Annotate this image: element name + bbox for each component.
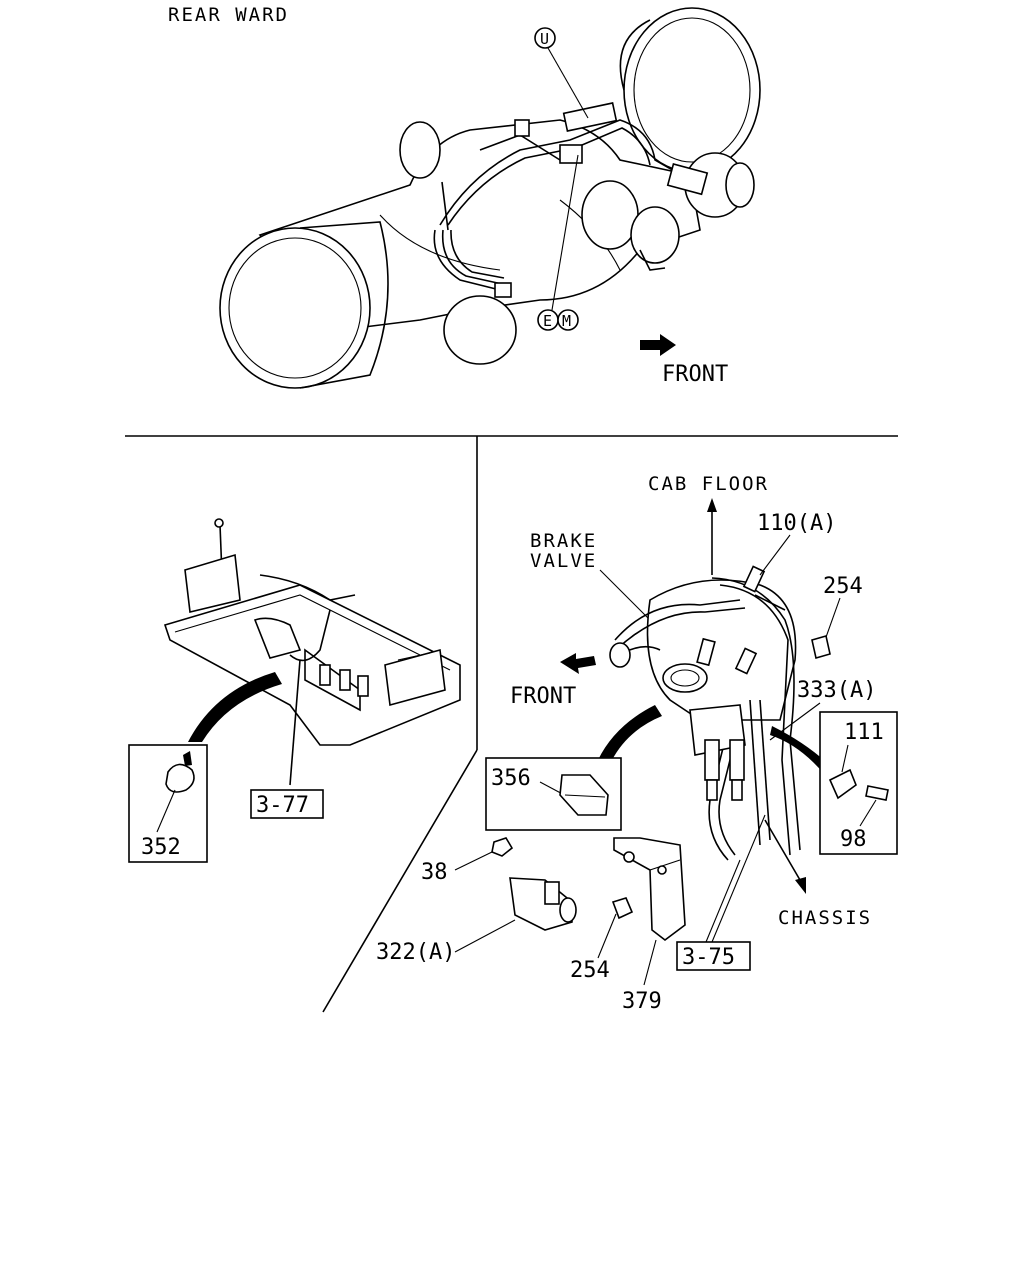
ref-3-77-label[interactable]: 3-77 xyxy=(256,793,309,818)
chassis-label: CHASSIS xyxy=(778,907,872,929)
valve-label: VALVE xyxy=(530,550,597,572)
clip-111-box: 111 98 xyxy=(819,711,898,855)
ref-3-75-label[interactable]: 3-75 xyxy=(682,945,735,970)
rear-ward-caption: REAR WARD xyxy=(168,4,289,26)
part-111-label: 111 xyxy=(844,720,884,745)
frame-bracket-view xyxy=(163,518,461,786)
part-labels-right: 110(A) 254 333(A) CHASSIS xyxy=(757,511,876,929)
clip-356-box: 356 xyxy=(485,757,622,831)
clip-352-box: 352 xyxy=(128,744,208,863)
callout-m-label: M xyxy=(562,312,571,330)
callout-e-label: E xyxy=(543,312,552,330)
brake-label: BRAKE xyxy=(530,530,597,552)
right-wheel-drum xyxy=(619,7,761,173)
nut-38: 38 xyxy=(421,837,514,885)
cab-floor-label: CAB FLOOR xyxy=(648,473,769,495)
bracket-322a: 322(A) xyxy=(376,877,577,965)
part-110a-label: 110(A) xyxy=(757,511,836,536)
bracket-379: 254 379 xyxy=(570,837,686,1014)
ref-3-75-box[interactable]: 3-75 xyxy=(676,814,766,971)
callout-u: U xyxy=(534,27,589,119)
part-254-bottom-label: 254 xyxy=(570,958,610,983)
part-322a-label: 322(A) xyxy=(376,940,455,965)
part-98-label: 98 xyxy=(840,827,867,852)
callout-u-label: U xyxy=(540,30,549,48)
front-label-right: FRONT xyxy=(510,684,576,709)
front-label-top: FRONT xyxy=(662,362,728,387)
ref-3-77-box[interactable]: 3-77 xyxy=(250,789,324,819)
axle-housing xyxy=(258,119,755,331)
part-356-label: 356 xyxy=(491,766,531,791)
part-254-top-label: 254 xyxy=(823,574,863,599)
left-wheel-drum xyxy=(219,221,517,389)
part-333a-label: 333(A) xyxy=(797,678,876,703)
part-379-label: 379 xyxy=(622,989,662,1014)
callout-e-m: E M xyxy=(537,154,579,331)
section-dividers xyxy=(125,435,898,1013)
part-38-label: 38 xyxy=(421,860,448,885)
part-352-label: 352 xyxy=(141,835,181,860)
brake-valve-view: CAB FLOOR BRAKE VALVE FRONT xyxy=(510,473,826,894)
rear-axle-view: REAR WARD xyxy=(168,4,761,389)
brake-hose-harness xyxy=(433,102,709,298)
front-arrow-top: FRONT xyxy=(640,334,728,387)
